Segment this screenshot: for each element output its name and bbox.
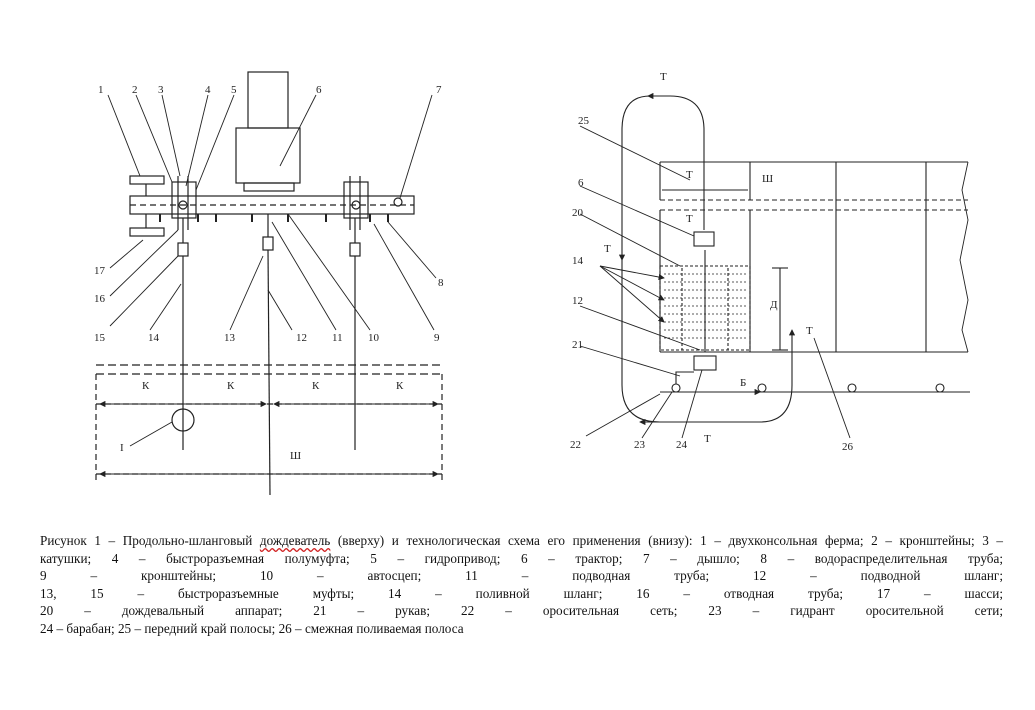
sprinkler-machine-drawing xyxy=(95,71,443,496)
tractor-body xyxy=(247,71,289,129)
label-9: 9 xyxy=(434,332,440,344)
label-21: 21 xyxy=(572,339,583,351)
label-width-left: Ш xyxy=(290,450,301,462)
label-24: 24 xyxy=(676,439,688,451)
caption-line-4: 13, 15 – быстроразъемные муфты; 14 – пол… xyxy=(40,585,1003,601)
label-13: 13 xyxy=(224,332,236,344)
label-t-upper: Т xyxy=(686,169,693,181)
caption-line-1: Рисунок 1 – Продольно-шланговый дождеват… xyxy=(40,532,1003,550)
caption-line-1-end: (вверху) и технологическая схема его при… xyxy=(330,533,1003,548)
label-17: 17 xyxy=(94,265,106,277)
label-16: 16 xyxy=(94,293,106,305)
chassis-wheel-top xyxy=(129,175,165,185)
label-t-middle: Т xyxy=(686,213,693,225)
label-4: 4 xyxy=(205,84,211,96)
label-7: 7 xyxy=(436,84,442,96)
left-number-labels: 1 2 3 4 5 6 7 17 16 15 14 13 12 11 10 9 … xyxy=(94,84,444,462)
label-t-right: Т xyxy=(806,325,813,337)
label-12r: 12 xyxy=(572,295,583,307)
right-labels: Т Т Т Т Т Т Ш Д Б 25 6 20 14 12 21 22 23… xyxy=(570,71,854,453)
technical-diagram: 1 2 3 4 5 6 7 17 16 15 14 13 12 11 10 9 … xyxy=(94,71,970,496)
label-t-left: Т xyxy=(604,243,611,255)
label-23: 23 xyxy=(634,439,646,451)
label-11: 11 xyxy=(332,332,343,344)
label-6: 6 xyxy=(316,84,322,96)
caption-line-2: катушки; 4 – быстроразъемная полумуфта; … xyxy=(40,550,1003,566)
label-22: 22 xyxy=(570,439,581,451)
label-2: 2 xyxy=(132,84,138,96)
label-15: 15 xyxy=(94,332,106,344)
label-t-bottom: Т xyxy=(704,433,711,445)
label-3: 3 xyxy=(158,84,164,96)
figure-caption: Рисунок 1 – Продольно-шланговый дождеват… xyxy=(40,532,1003,638)
label-14r: 14 xyxy=(572,255,584,267)
label-marker-i: I xyxy=(120,442,124,454)
left-dimension-arrows xyxy=(99,400,439,478)
caption-line-6: 24 – барабан; 25 – передний край полосы;… xyxy=(40,620,464,636)
label-k-4: К xyxy=(396,380,404,392)
caption-line-3: 9 – кронштейны; 10 – автосцеп; 11 – подв… xyxy=(40,568,1003,584)
label-k-3: К xyxy=(312,380,320,392)
label-8: 8 xyxy=(438,277,444,289)
label-k-2: К xyxy=(227,380,235,392)
right-arrows xyxy=(579,92,851,439)
label-12: 12 xyxy=(296,332,307,344)
label-26: 26 xyxy=(842,441,854,453)
caption-underlined-word: дождеватель xyxy=(259,533,331,548)
caption-line-5: 20 – дождевальный аппарат; 21 – рукав; 2… xyxy=(40,603,1003,619)
chassis-wheel-bottom xyxy=(129,227,165,237)
field-scheme-drawing xyxy=(621,95,970,423)
label-b: Б xyxy=(740,377,746,389)
label-width-right: Ш xyxy=(762,173,773,185)
label-t-top: Т xyxy=(660,71,667,83)
tractor-cab xyxy=(235,127,301,184)
label-k-1: К xyxy=(142,380,150,392)
label-10: 10 xyxy=(368,332,380,344)
label-14: 14 xyxy=(148,332,160,344)
label-length: Д xyxy=(770,299,778,311)
label-20: 20 xyxy=(572,207,584,219)
label-5: 5 xyxy=(231,84,237,96)
label-6r: 6 xyxy=(578,177,584,189)
left-leader-lines xyxy=(107,94,437,447)
sprinkler-circle xyxy=(171,408,195,432)
label-25: 25 xyxy=(578,115,590,127)
label-1: 1 xyxy=(98,84,104,96)
caption-line-1-start: Рисунок 1 – Продольно-шланговый xyxy=(40,533,260,548)
